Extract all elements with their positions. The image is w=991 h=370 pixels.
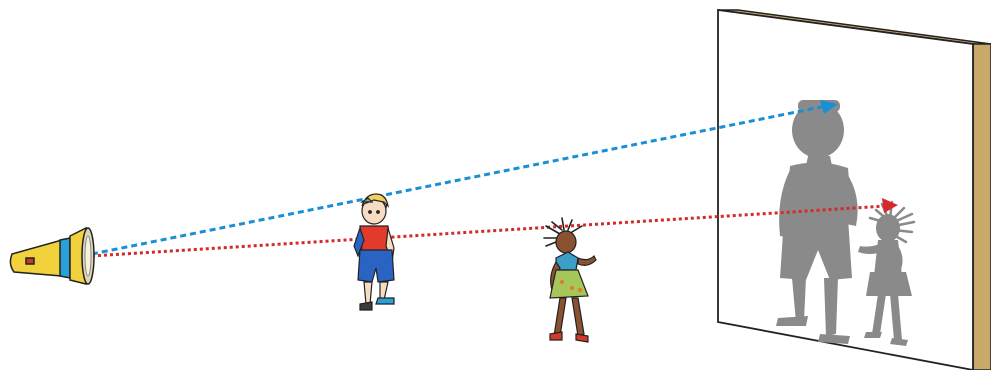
flashlight-body <box>10 240 62 276</box>
boy-shorts <box>358 250 394 282</box>
flashlight-band <box>60 238 70 278</box>
girl-figure <box>544 218 596 342</box>
girl-skirt <box>550 270 588 298</box>
wall-side-edge <box>973 44 991 370</box>
boy-shirt <box>360 226 390 252</box>
girl-shadow-head <box>876 214 900 242</box>
girl-head <box>556 231 576 253</box>
flashlight-icon <box>10 228 94 284</box>
boy-figure <box>354 194 394 310</box>
flashlight-switch <box>26 258 34 264</box>
